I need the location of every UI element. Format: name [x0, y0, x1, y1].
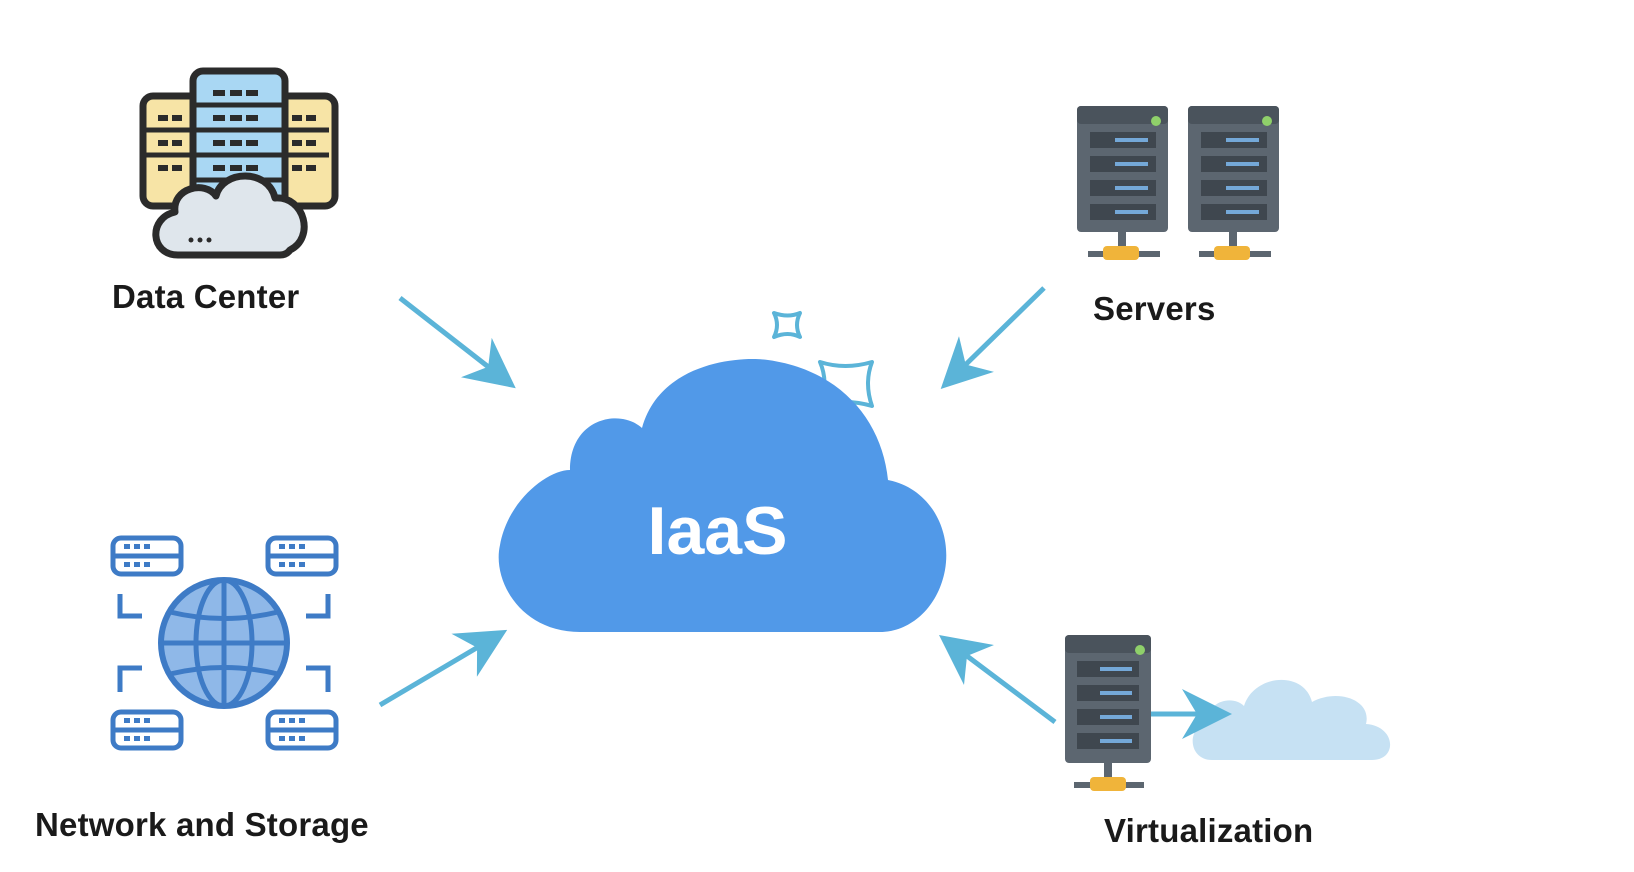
server-to-cloud-icon — [1065, 635, 1391, 791]
arrow-virtualization — [939, 635, 1057, 724]
globe-network-storage-icon — [110, 535, 339, 751]
data-center-label: Data Center — [112, 278, 300, 315]
servers-label: Servers — [1093, 290, 1216, 327]
virtualization-label: Virtualization — [1104, 812, 1314, 849]
arrow-data-center — [398, 296, 516, 389]
arrow-network-storage — [378, 629, 508, 708]
server-rack-pair-icon — [1077, 106, 1279, 260]
iaas-cloud — [498, 359, 947, 632]
data-center-cloud-icon — [139, 67, 339, 259]
flow-arrows — [378, 286, 1057, 724]
network-storage-label: Network and Storage — [35, 806, 369, 843]
center-label: IaaS — [647, 493, 788, 569]
arrow-servers — [940, 286, 1046, 389]
